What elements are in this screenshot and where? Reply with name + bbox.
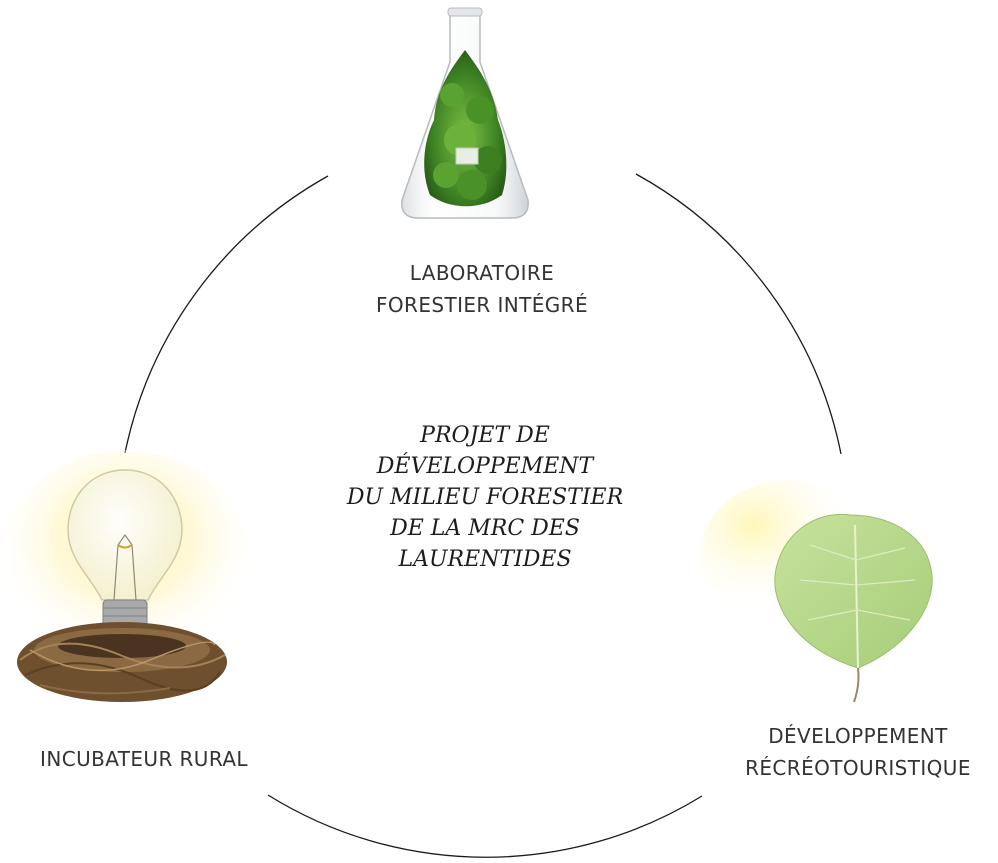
lightbulb-in-nest-icon: [0, 450, 250, 702]
ring-arc-top-right: [635, 173, 842, 455]
node-label-line: LABORATOIRE: [409, 261, 555, 285]
node-label-line: RÉCRÉOTOURISTIQUE: [745, 756, 971, 780]
node-label-incubateur: INCUBATEUR RURAL: [0, 743, 288, 775]
node-label-line: FORESTIER INTÉGRÉ: [375, 293, 589, 317]
ring-arc-top-left: [124, 175, 329, 454]
node-label-laboratoire: LABORATOIRE FORESTIER INTÉGRÉ: [319, 257, 645, 321]
node-label-developpement: DÉVELOPPEMENT RÉCRÉOTOURISTIQUE: [718, 720, 998, 784]
center-title: PROJET DE DÉVELOPPEMENT DU MILIEU FOREST…: [300, 420, 670, 575]
ring-arc-bottom: [267, 794, 703, 858]
node-label-line: DÉVELOPPEMENT: [768, 724, 948, 748]
center-title-line: LAURENTIDES: [398, 547, 572, 572]
leaf-icon: [700, 480, 933, 703]
center-title-line: DU MILIEU FORESTIER: [346, 485, 624, 510]
center-title-line: DÉVELOPPEMENT: [376, 454, 594, 479]
center-title-line: DE LA MRC DES: [390, 516, 580, 541]
node-label-line: INCUBATEUR RURAL: [40, 747, 248, 771]
center-title-line: PROJET DE: [420, 423, 550, 448]
flask-with-tree-icon: [401, 7, 529, 219]
